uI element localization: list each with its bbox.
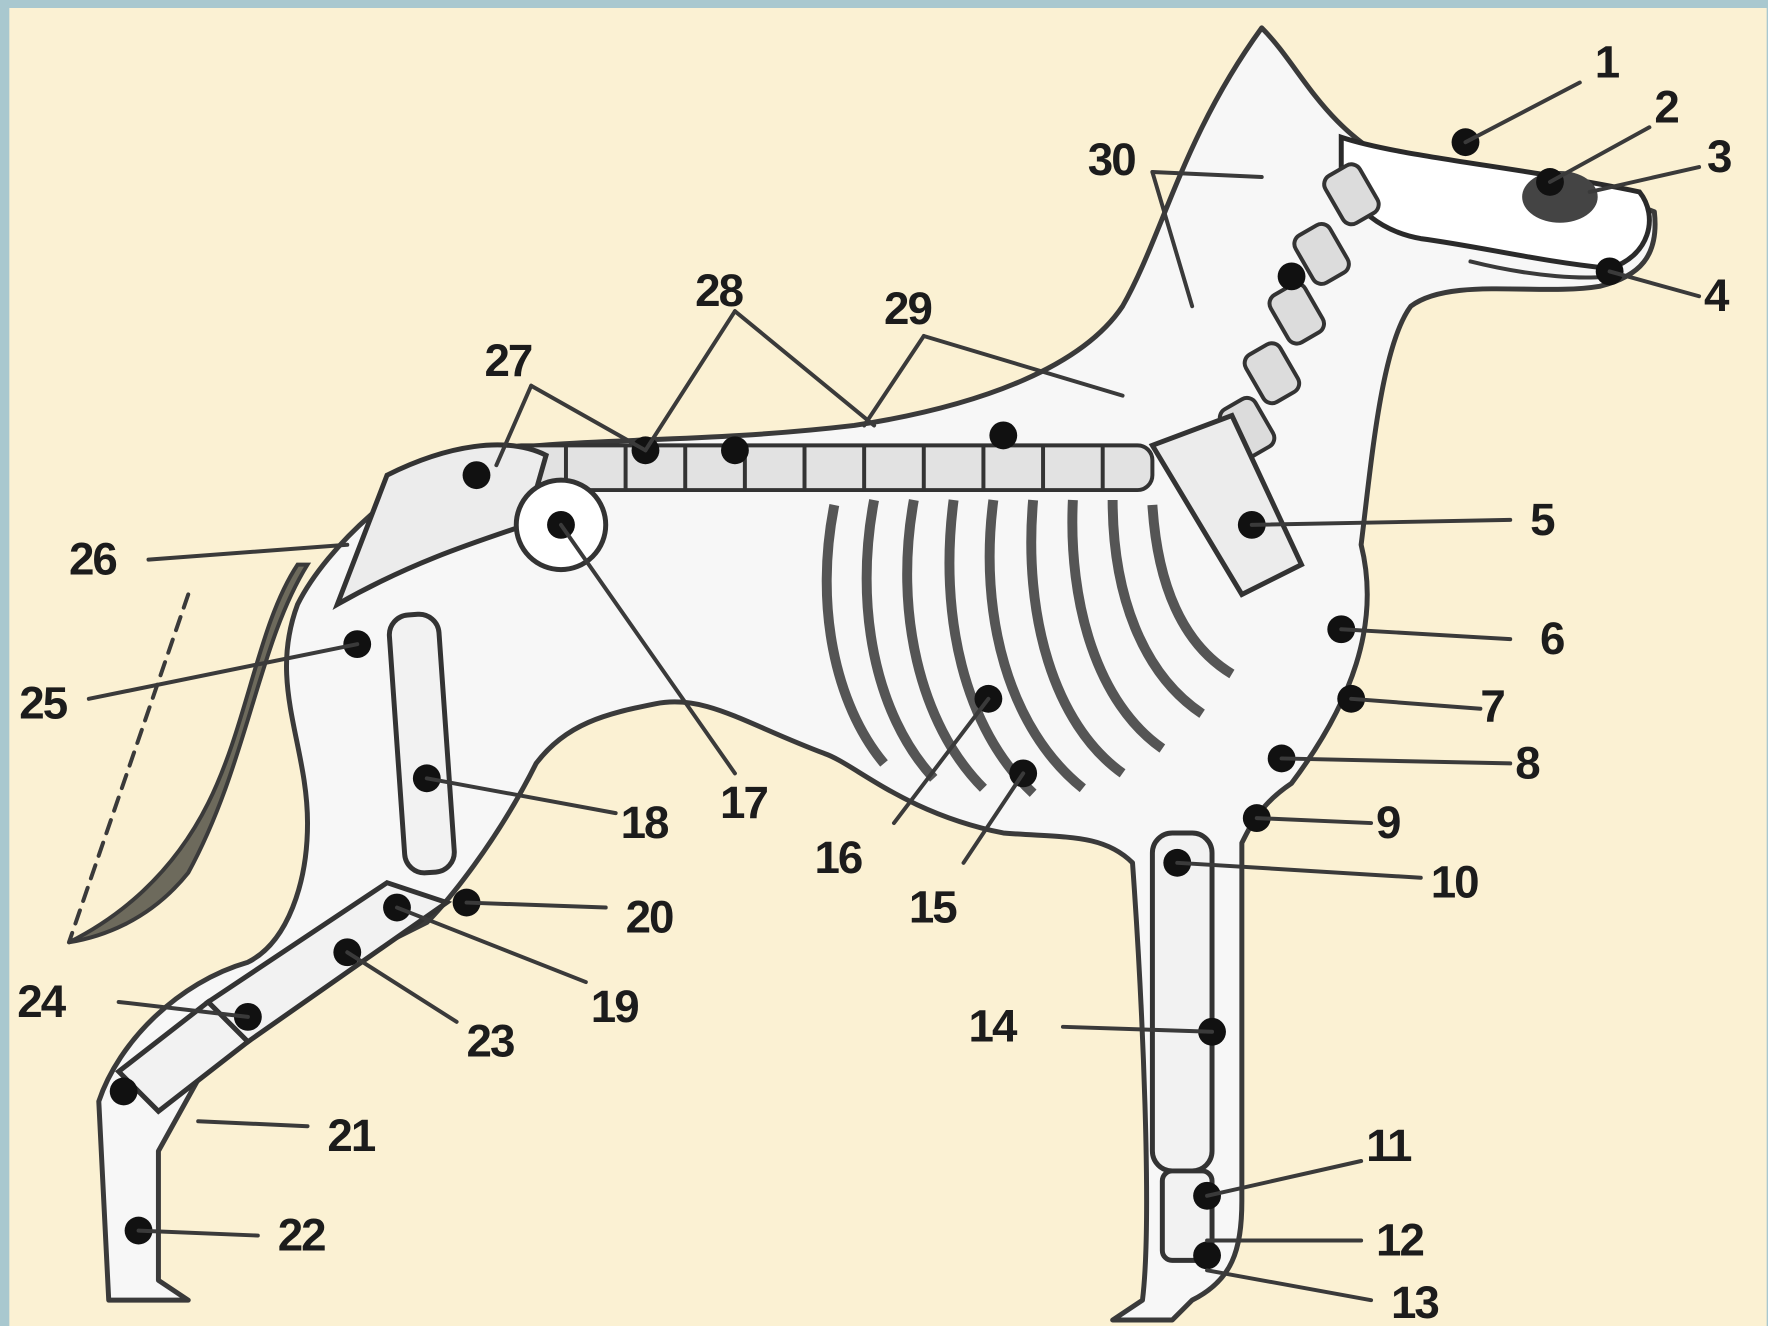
label-2: 2	[1654, 81, 1678, 132]
label-14: 14	[969, 1001, 1018, 1052]
label-25: 25	[19, 678, 67, 729]
label-10: 10	[1431, 857, 1478, 908]
label-8: 8	[1515, 737, 1540, 788]
label-27: 27	[484, 335, 531, 386]
label-26: 26	[69, 534, 116, 585]
label-7: 7	[1480, 681, 1504, 732]
label-28: 28	[695, 265, 743, 316]
label-1: 1	[1595, 37, 1620, 88]
label-22: 22	[278, 1209, 325, 1260]
label-12: 12	[1376, 1214, 1423, 1265]
label-16: 16	[814, 832, 861, 883]
label-24: 24	[17, 976, 66, 1027]
label-21: 21	[327, 1110, 375, 1161]
thoracic-lumbar-spine	[506, 445, 1152, 490]
label-6: 6	[1540, 613, 1564, 664]
dog-skeleton-diagram: 1 2 3 4 5 6 7 8 9 10 11 12 13 14 15 16 1…	[8, 8, 1768, 1326]
label-11: 11	[1366, 1120, 1412, 1171]
label-13: 13	[1391, 1277, 1438, 1326]
label-23: 23	[467, 1016, 514, 1067]
label-17: 17	[720, 777, 767, 828]
label-5: 5	[1530, 494, 1555, 545]
label-18: 18	[621, 797, 669, 848]
label-3: 3	[1707, 131, 1731, 182]
label-29: 29	[884, 283, 931, 334]
label-20: 20	[626, 891, 673, 942]
label-19: 19	[591, 981, 638, 1032]
label-30: 30	[1088, 134, 1135, 185]
label-9: 9	[1376, 797, 1400, 848]
label-4: 4	[1704, 270, 1730, 321]
label-15: 15	[909, 881, 957, 932]
